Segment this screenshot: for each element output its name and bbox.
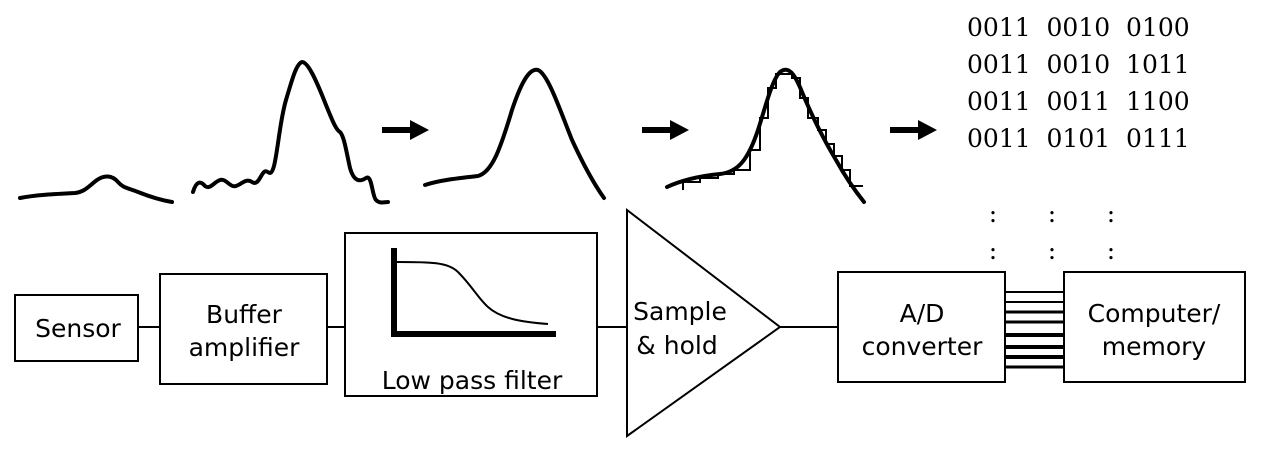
adc-block: A/D converter: [837, 271, 1006, 383]
arrow-right-icon: [382, 120, 429, 140]
arrow-right-icon: [642, 120, 689, 140]
computer-label-line1: Computer/: [1088, 299, 1221, 328]
computer-memory-block: Computer/ memory: [1063, 271, 1246, 383]
ellipsis-dots: :: [1048, 199, 1056, 228]
waveform-raw-sensor: [18, 174, 174, 204]
ellipsis-dots: :: [989, 199, 997, 228]
filter-response-curve: [396, 261, 549, 325]
waveform-amplified-noisy: [191, 60, 390, 205]
buffer-amplifier-block: Buffer amplifier: [159, 273, 328, 385]
ellipsis-dots: :: [989, 236, 997, 265]
binary-continuation-dots: : : : : : :: [989, 199, 1115, 265]
ellipsis-dots: :: [1048, 236, 1056, 265]
buffer-label-line2: amplifier: [189, 333, 301, 362]
binary-row: 0011 0010 1011: [967, 50, 1190, 79]
binary-output: 0011 0010 0100 0011 0010 1011 0011 0011 …: [967, 13, 1190, 153]
binary-row: 0011 0010 0100: [967, 13, 1190, 42]
binary-row: 0011 0101 0111: [967, 124, 1190, 153]
ellipsis-dots: :: [1107, 199, 1115, 228]
filter-response-axes: [391, 248, 556, 337]
sample-and-hold-block: Sample & hold: [626, 207, 782, 438]
waveform-filtered: [423, 67, 606, 200]
low-pass-filter-block: Low pass filter: [344, 232, 598, 397]
sensor-label: Sensor: [35, 314, 121, 343]
data-bus: [1005, 291, 1064, 369]
sample-label-line2: & hold: [636, 331, 717, 360]
sample-label-line1: Sample: [633, 297, 727, 326]
adc-label-line1: A/D: [900, 299, 945, 328]
adc-label-line2: converter: [862, 332, 984, 361]
sensor-block: Sensor: [14, 294, 139, 362]
buffer-label-line1: Buffer: [206, 300, 283, 329]
ellipsis-dots: :: [1107, 236, 1115, 265]
binary-row: 0011 0011 1100: [967, 87, 1190, 116]
computer-label-line2: memory: [1102, 332, 1207, 361]
arrow-right-icon: [890, 120, 937, 140]
waveform-sampled: [665, 67, 866, 204]
filter-label: Low pass filter: [382, 366, 563, 395]
